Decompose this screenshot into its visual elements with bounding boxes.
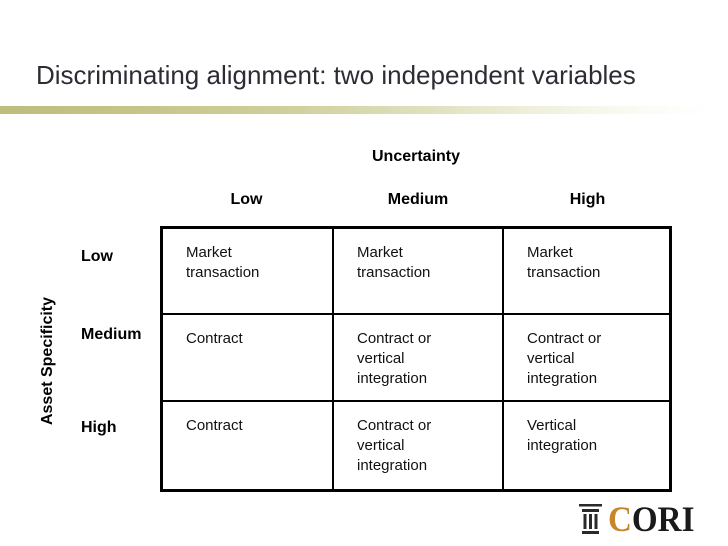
row-header-low: Low bbox=[81, 248, 113, 265]
row-header-high: High bbox=[81, 419, 117, 436]
row-header-medium: Medium bbox=[81, 326, 142, 343]
slide-title: Discriminating alignment: two independen… bbox=[36, 60, 636, 90]
cori-logo-first-letter: C bbox=[608, 499, 632, 539]
matrix-cell-low-medium: Market transaction bbox=[334, 229, 504, 315]
cori-logo-text: CORI bbox=[608, 501, 694, 537]
matrix-cell-medium-low: Contract bbox=[163, 315, 334, 402]
row-axis-title: Asset Specificity bbox=[39, 296, 56, 426]
matrix-cell-high-low: Contract bbox=[163, 402, 334, 489]
matrix-cell-high-medium: Contract or vertical integration bbox=[334, 402, 504, 489]
matrix-cell-high-high: Vertical integration bbox=[527, 417, 598, 454]
column-header-low: Low bbox=[230, 191, 263, 208]
title-divider-bar bbox=[0, 106, 710, 114]
matrix-cell-medium-high: Contract or vertical integration bbox=[504, 315, 669, 402]
matrix-cell-low-high: Market transaction bbox=[504, 229, 669, 315]
column-header-high: High bbox=[569, 191, 606, 208]
matrix-table: Market transaction Market transaction Ma… bbox=[160, 226, 672, 492]
cori-logo-rest: ORI bbox=[631, 499, 695, 539]
column-headers: Low Medium High bbox=[160, 191, 672, 209]
column-header-medium: Medium bbox=[387, 191, 449, 208]
matrix-cell-low-low: Market transaction bbox=[163, 229, 334, 315]
matrix-cell-medium-medium: Contract or vertical integration bbox=[334, 315, 504, 402]
cori-logo: CORI bbox=[578, 501, 702, 538]
column-axis-title: Uncertainty bbox=[371, 148, 461, 165]
classical-column-icon bbox=[579, 504, 602, 534]
